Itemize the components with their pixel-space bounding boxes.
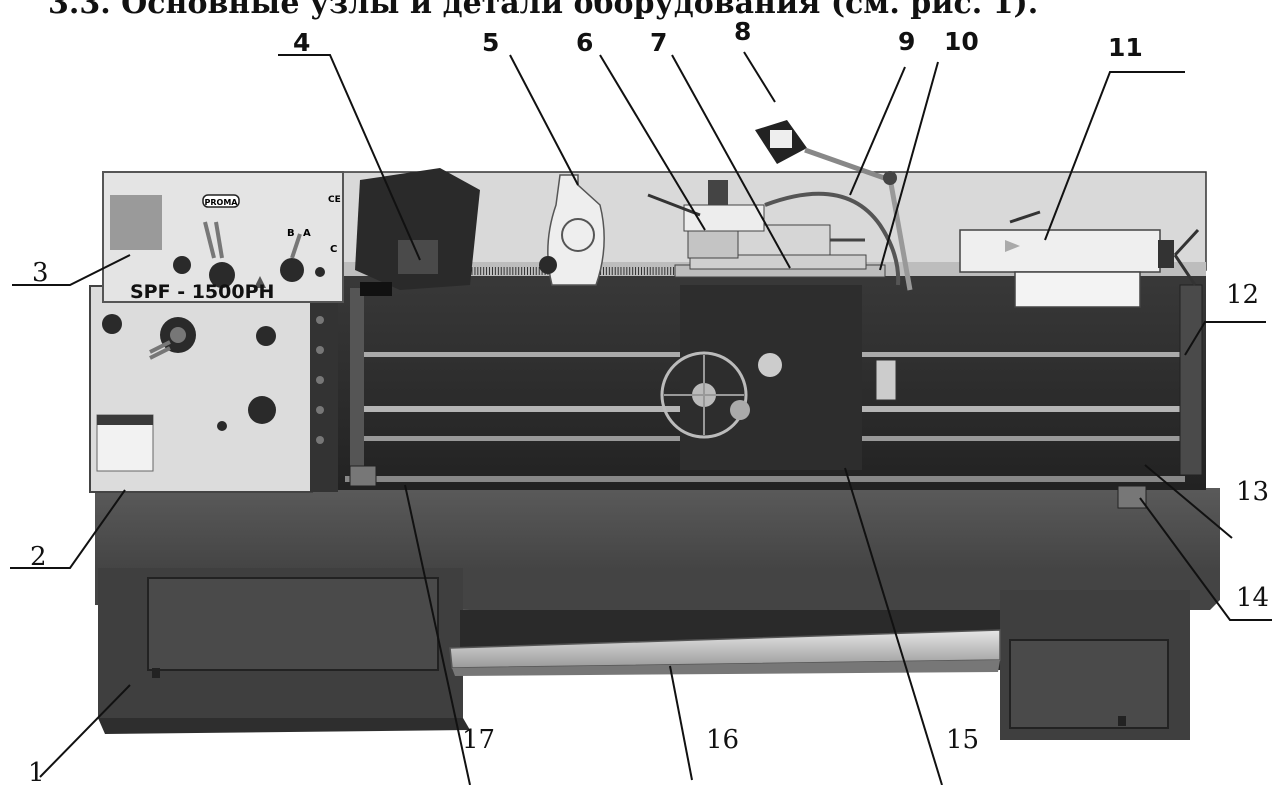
steady-rest bbox=[539, 174, 605, 286]
callout-17: 17 bbox=[462, 725, 495, 755]
headstock-panel: PROMA CE B A C SPF - 1500PH bbox=[102, 171, 344, 303]
callout-2: 2 bbox=[30, 542, 47, 572]
brand-badge: PROMA bbox=[205, 198, 239, 207]
carriage-assembly bbox=[647, 180, 897, 470]
callout-14: 14 bbox=[1236, 583, 1269, 613]
base-cabinet bbox=[95, 488, 1220, 740]
callout-4: 4 bbox=[293, 28, 310, 57]
tailstock bbox=[959, 210, 1200, 308]
callout-16: 16 bbox=[706, 725, 739, 755]
selector-label-a: A bbox=[303, 228, 311, 239]
work-lamp bbox=[755, 120, 913, 291]
callout-3: 3 bbox=[32, 258, 49, 288]
callout-1: 1 bbox=[28, 758, 45, 785]
chip-tray bbox=[449, 629, 1001, 676]
ce-mark: CE bbox=[328, 195, 341, 205]
callout-leaders bbox=[10, 51, 1272, 785]
callout-6: 6 bbox=[576, 28, 593, 57]
callout-5: 5 bbox=[482, 28, 499, 57]
gearbox-panel bbox=[89, 285, 338, 493]
section-heading: 3.3. Основные узлы и детали оборудования… bbox=[48, 0, 1039, 21]
callout-11: 11 bbox=[1108, 33, 1143, 62]
callout-12: 12 bbox=[1226, 280, 1259, 310]
callout-13: 13 bbox=[1236, 477, 1269, 507]
chuck-guard bbox=[355, 168, 480, 296]
callout-10: 10 bbox=[944, 27, 979, 56]
callout-15: 15 bbox=[946, 725, 979, 755]
model-plate: SPF - 1500PH bbox=[130, 281, 274, 303]
coolant-hose bbox=[764, 191, 901, 286]
callout-7: 7 bbox=[650, 28, 667, 57]
selector-label-c: C bbox=[330, 244, 337, 255]
selector-label-b: B bbox=[287, 228, 295, 239]
callout-labels: 1 2 3 4 5 6 7 8 9 10 11 12 13 14 15 16 1… bbox=[28, 17, 1269, 785]
callout-9: 9 bbox=[898, 27, 915, 56]
svg-text:||||||||||||||||||||||||||||||: ||||||||||||||||||||||||||||||||||||||||… bbox=[415, 266, 821, 275]
callout-8: 8 bbox=[734, 17, 751, 46]
